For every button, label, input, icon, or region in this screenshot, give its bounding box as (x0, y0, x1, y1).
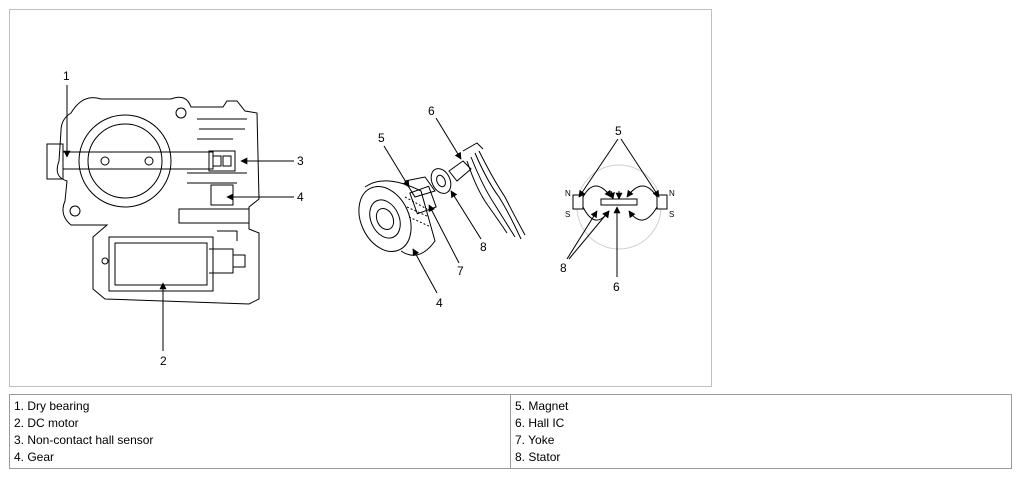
callout-5a: 5 (378, 131, 385, 145)
schematic-leaders (566, 138, 660, 277)
legend-item-dc-motor: 2. DC motor (14, 416, 79, 430)
callout-3: 3 (297, 154, 304, 168)
callout-7: 7 (457, 264, 464, 278)
exploded-view-leaders (383, 117, 482, 294)
callout-6a: 6 (428, 104, 435, 118)
magnetic-schematic (572, 164, 668, 250)
callout-6b: 6 (613, 280, 620, 294)
exploded-view-drawing (358, 142, 526, 256)
legend-item-hall-ic: 6. Hall IC (515, 416, 565, 430)
legend-item-dry-bearing: 1. Dry bearing (14, 399, 90, 413)
legend-column-left: 1. Dry bearing 2. DC motor 3. Non-contac… (9, 394, 511, 469)
legend-item-magnet: 5. Magnet (515, 399, 569, 413)
legend-item-yoke: 7. Yoke (515, 433, 555, 447)
callout-8b: 8 (560, 261, 567, 275)
callout-8a: 8 (480, 240, 487, 254)
legend-item-gear: 4. Gear (14, 450, 55, 464)
callout-4b: 4 (436, 296, 443, 310)
legend-item-stator: 8. Stator (515, 450, 561, 464)
pole-s-right: S (669, 210, 674, 219)
throttle-body-drawing (46, 96, 260, 305)
callout-1: 1 (63, 69, 70, 83)
figure-frame: 1 2 3 4 (9, 9, 712, 387)
pole-n-left: N (565, 189, 571, 198)
pole-s-left: S (565, 210, 570, 219)
callout-4a: 4 (297, 190, 304, 204)
technical-diagram: 1 2 3 4 (46, 69, 675, 368)
pole-n-right: N (669, 189, 675, 198)
legend-column-right: 5. Magnet 6. Hall IC 7. Yoke 8. Stator (510, 394, 1012, 469)
legend-table: 1. Dry bearing 2. DC motor 3. Non-contac… (9, 394, 1012, 469)
throttle-body-leaders (63, 85, 294, 351)
callout-5b: 5 (615, 124, 622, 138)
callout-2: 2 (160, 354, 167, 368)
legend-item-hall-sensor: 3. Non-contact hall sensor (14, 433, 154, 447)
